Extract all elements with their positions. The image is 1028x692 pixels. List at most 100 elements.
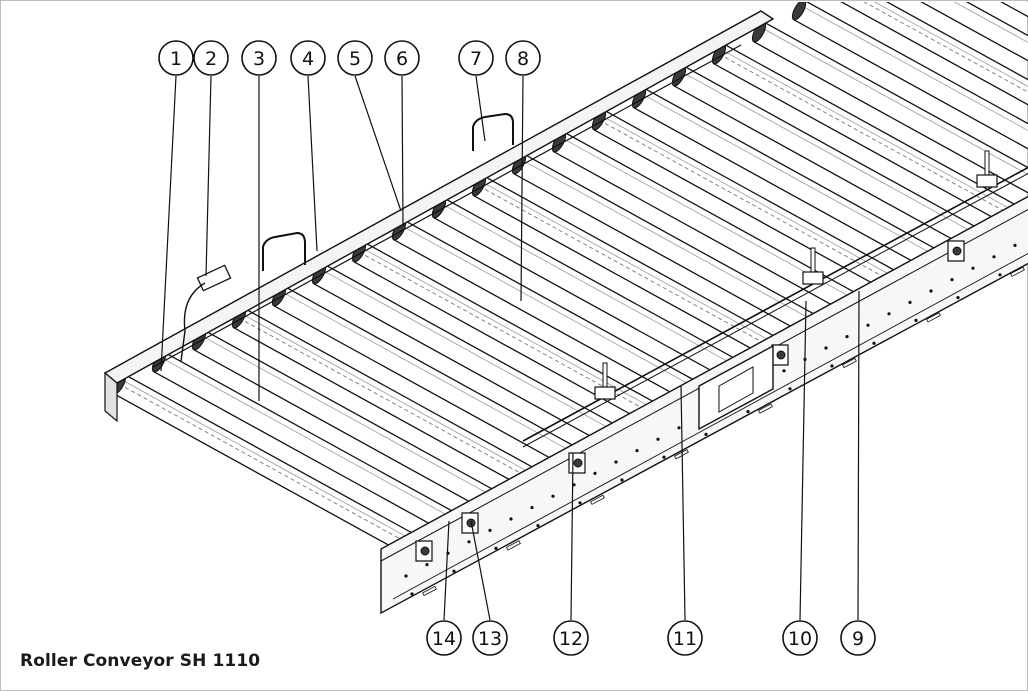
roller-highlight bbox=[801, 5, 1028, 131]
callout-13: 13 bbox=[472, 620, 508, 656]
callout-circle bbox=[241, 40, 277, 76]
callout-circle bbox=[426, 620, 462, 656]
handle bbox=[472, 112, 514, 151]
roller-highlight bbox=[521, 159, 816, 323]
frame-hole bbox=[656, 437, 660, 441]
roller-highlight bbox=[401, 225, 696, 389]
frame-hole bbox=[887, 312, 891, 316]
roller-highlight bbox=[321, 269, 616, 433]
frame-hole bbox=[425, 563, 429, 567]
callout-label: 1 bbox=[170, 48, 182, 70]
frame-slot bbox=[1010, 266, 1025, 277]
callout-label: 11 bbox=[673, 628, 697, 650]
frame-hole bbox=[635, 449, 639, 453]
callout-label: 3 bbox=[253, 48, 265, 70]
roller-far-cap bbox=[791, 2, 807, 21]
frame-slot bbox=[590, 494, 605, 505]
frame-hole bbox=[467, 540, 471, 544]
frame-hole bbox=[620, 478, 624, 482]
leader-line bbox=[401, 75, 404, 227]
frame-hole bbox=[830, 364, 834, 368]
guide-clamp bbox=[594, 386, 616, 400]
frame-hole bbox=[998, 273, 1002, 277]
leader-line bbox=[205, 75, 212, 277]
frame-hole bbox=[950, 278, 954, 282]
frame-hole bbox=[614, 460, 618, 464]
conveyor-frame bbox=[103, 10, 1028, 615]
leader-line bbox=[520, 75, 524, 302]
callout-label: 14 bbox=[432, 628, 456, 650]
roller-highlight bbox=[441, 203, 736, 367]
frame-hole bbox=[530, 506, 534, 510]
frame-hole bbox=[929, 289, 933, 293]
callout-circle bbox=[384, 40, 420, 76]
frame-hole bbox=[593, 471, 597, 475]
callout-circle bbox=[840, 620, 876, 656]
callout-circle bbox=[290, 40, 326, 76]
frame-hole bbox=[956, 296, 960, 300]
callout-label: 6 bbox=[396, 48, 408, 70]
leader-lines bbox=[160, 75, 860, 621]
callout-10: 10 bbox=[782, 620, 818, 656]
frame-hole bbox=[971, 266, 975, 270]
callout-label: 8 bbox=[517, 48, 529, 70]
leader-line bbox=[475, 75, 486, 142]
roller bbox=[840, 2, 1028, 106]
callout-3: 3 bbox=[241, 40, 277, 76]
leader-line bbox=[470, 520, 491, 621]
roller-highlight bbox=[681, 71, 976, 235]
callout-11: 11 bbox=[667, 620, 703, 656]
leader-line bbox=[443, 520, 450, 621]
frame-hole bbox=[914, 318, 918, 322]
callout-label: 9 bbox=[852, 628, 864, 650]
callout-label: 7 bbox=[470, 48, 482, 70]
frame-hole bbox=[788, 387, 792, 391]
roller-highlight bbox=[873, 2, 1028, 87]
frame-hole bbox=[824, 346, 828, 350]
roller-tube bbox=[1000, 2, 1028, 18]
roller-tube bbox=[920, 2, 1028, 62]
roller-highlight bbox=[601, 115, 896, 279]
callout-label: 5 bbox=[349, 48, 361, 70]
guide-clamp bbox=[802, 271, 824, 285]
frame-hole bbox=[488, 528, 492, 533]
figure-caption: Roller Conveyor SH 1110 bbox=[20, 651, 261, 671]
callout-label: 2 bbox=[205, 48, 217, 70]
roller-highlight bbox=[281, 291, 576, 455]
callout-label: 12 bbox=[559, 628, 583, 650]
frame-hole bbox=[578, 501, 582, 505]
callout-label: 13 bbox=[478, 628, 502, 650]
roller-highlight bbox=[201, 335, 496, 499]
frame-hole bbox=[404, 574, 408, 578]
frame-hole bbox=[1013, 243, 1017, 247]
leader-line bbox=[857, 290, 860, 621]
leader-line bbox=[307, 75, 318, 252]
callout-label: 10 bbox=[788, 628, 812, 650]
roller-highlight bbox=[481, 181, 776, 345]
handle bbox=[262, 231, 306, 271]
frame-hole bbox=[536, 524, 540, 528]
sensor bbox=[196, 264, 232, 292]
frame-hole bbox=[509, 517, 513, 521]
roller bbox=[791, 2, 1028, 150]
callout-14: 14 bbox=[426, 620, 462, 656]
guide-clamp bbox=[976, 174, 998, 188]
frame-slot bbox=[842, 357, 857, 369]
callout-circle bbox=[458, 40, 494, 76]
frame-hole bbox=[866, 323, 870, 327]
roller-highlight bbox=[721, 49, 1016, 213]
control-box-panel bbox=[718, 366, 754, 413]
frame-hole bbox=[872, 341, 876, 345]
bracket-bolt bbox=[420, 546, 430, 556]
roller bbox=[751, 21, 1028, 194]
frame-slot bbox=[758, 403, 773, 414]
callout-8: 8 bbox=[505, 40, 541, 76]
roller bbox=[920, 2, 1028, 62]
callout-circle bbox=[505, 40, 541, 76]
callout-12: 12 bbox=[553, 620, 589, 656]
frame-hole bbox=[908, 300, 912, 304]
leader-line bbox=[799, 300, 807, 621]
roller-highlight bbox=[761, 27, 1028, 176]
